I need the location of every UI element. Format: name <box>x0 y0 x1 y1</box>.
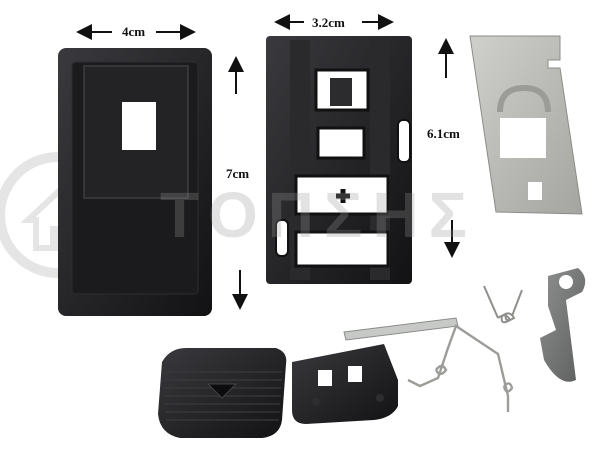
cam-lever <box>540 268 586 382</box>
bracket-width-label: 3.2cm <box>312 15 345 30</box>
wire-spring <box>407 324 514 412</box>
latch-hook <box>292 344 398 424</box>
bezel-width-label: 4cm <box>122 24 146 39</box>
metal-strike-plate <box>469 35 583 215</box>
plate-height-label: 6.1cm <box>427 126 460 141</box>
coil-spring <box>483 285 523 324</box>
watermark-text: ΤΟΠΣΗΣ <box>160 179 477 251</box>
metal-pin <box>343 317 459 341</box>
latch-bracket <box>266 36 412 284</box>
push-button <box>158 348 287 438</box>
door-bezel <box>58 48 212 316</box>
bezel-height-label: 7cm <box>226 166 250 181</box>
dimension-arrows <box>76 14 460 310</box>
